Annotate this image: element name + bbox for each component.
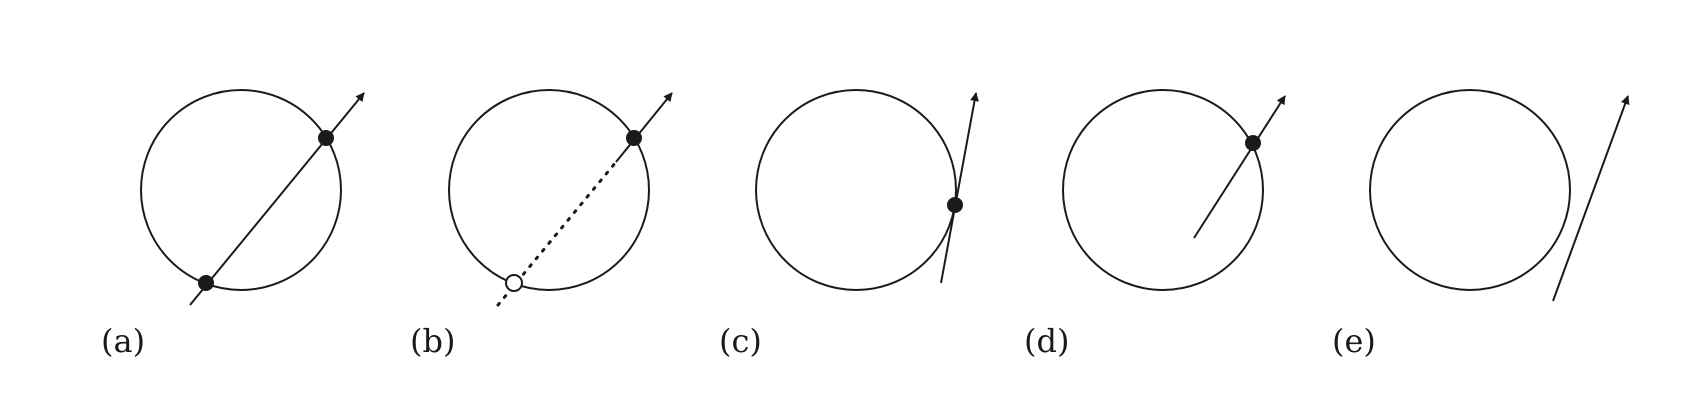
panel-e xyxy=(1369,89,1630,302)
ray-c xyxy=(940,92,979,284)
tangent-point-c xyxy=(947,197,963,213)
circle-e xyxy=(1369,89,1571,291)
panel-label-d: (d) xyxy=(1024,322,1070,360)
panel-label-b: (b) xyxy=(410,322,456,360)
entry-point-a xyxy=(198,275,214,291)
panel-label-a: (a) xyxy=(101,322,146,360)
exit-point-d xyxy=(1245,135,1261,151)
ray-b xyxy=(615,92,673,163)
circle-a xyxy=(140,89,342,291)
panel-label-e: (e) xyxy=(1332,322,1376,360)
panel-c xyxy=(755,89,979,291)
panel-b xyxy=(448,89,673,307)
circle-d xyxy=(1062,89,1264,291)
panel-a xyxy=(140,89,365,306)
ray-e xyxy=(1552,95,1630,302)
circle-c xyxy=(755,89,957,291)
circle-b xyxy=(448,89,650,291)
panel-d xyxy=(1062,89,1286,291)
ray-a xyxy=(189,92,365,306)
entry-point-b xyxy=(505,274,523,292)
exit-point-b xyxy=(626,130,642,146)
exit-point-a xyxy=(318,130,334,146)
ray-d xyxy=(1193,95,1286,239)
panel-label-c: (c) xyxy=(719,322,762,360)
